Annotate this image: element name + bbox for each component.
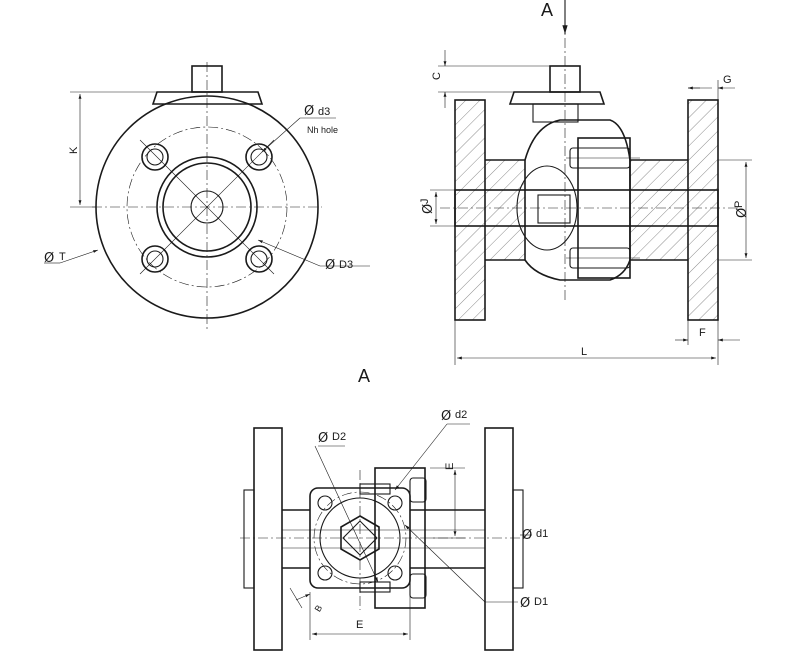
j-diameter-symbol: Ø [421,204,436,214]
d2-big-diameter-symbol: Ø [318,431,328,446]
d2-diameter-symbol: Ø [441,409,451,424]
d3-diameter-symbol: Ø [304,104,314,119]
front-view [44,62,370,330]
d1-big-label: D1 [534,596,548,608]
side-view [430,0,752,365]
d2-big-label: D2 [332,431,346,443]
d3-label: d3 [318,106,330,118]
p-diameter-symbol: Ø [735,208,750,218]
l-dimension-label: L [581,346,587,358]
k-dimension-label: K [68,146,80,154]
bolt-holes [141,143,273,273]
d2-label: d2 [455,409,467,421]
c-dimension-label: C [431,72,443,80]
d1-diameter-symbol: Ø [522,528,532,543]
view-marker-a: A [541,0,553,20]
e-vertical-label: E [444,463,456,470]
bore-circle [190,190,224,224]
d3-big-label: D3 [339,259,353,271]
body-inner-circle [162,162,252,252]
j-dimension-label: J [419,199,431,205]
d3-big-diameter-symbol: Ø [325,258,335,273]
mounting-pad [151,91,264,105]
f-dimension-label: F [699,327,706,339]
view-a-title: A [358,366,370,386]
body-outer-circle [156,156,258,258]
top-view [240,423,532,651]
d1-big-diameter-symbol: Ø [520,596,530,611]
t-diameter-symbol: Ø [44,251,54,266]
nh-hole-label: Nh hole [307,125,338,135]
p-dimension-label: P [733,201,745,208]
e-horizontal-label: E [356,619,363,631]
t-label: T [59,251,66,263]
b-dimension-label: B [313,603,325,613]
d1-label: d1 [536,528,548,540]
g-dimension-label: G [723,74,732,86]
